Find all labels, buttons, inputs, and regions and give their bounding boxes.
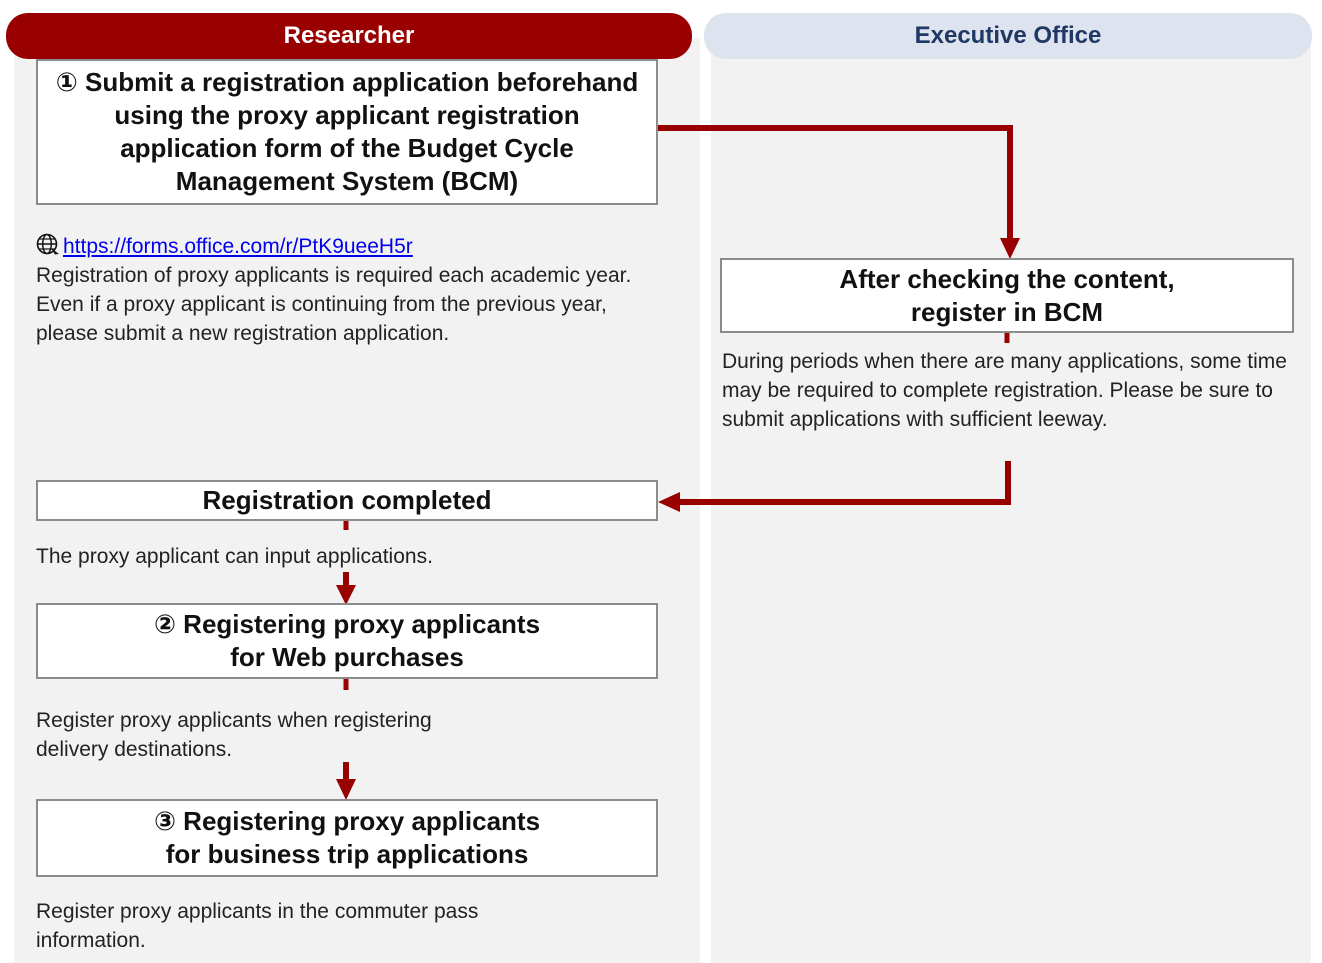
step3-note: Register proxy applicants in the commute…: [36, 900, 479, 952]
step1-text: ① Submit a registration application befo…: [55, 67, 639, 196]
step1-link-row: https://forms.office.com/r/PtK9ueeH5r: [36, 232, 656, 265]
step2-note: Register proxy applicants when registeri…: [36, 709, 432, 761]
step3-text: ③ Registering proxy applicants for busin…: [153, 806, 541, 869]
completed-note: The proxy applicant can input applicatio…: [36, 545, 433, 568]
exec-register-text: After checking the content, register in …: [839, 263, 1175, 327]
researcher-lane-header: Researcher: [6, 13, 692, 59]
step1-note: Registration of proxy applicants is requ…: [36, 264, 632, 345]
step2-box: ② Registering proxy applicants for Web p…: [36, 603, 658, 679]
globe-icon: [36, 233, 60, 265]
completed-box: Registration completed: [36, 480, 658, 521]
executive-lane: [711, 38, 1311, 963]
exec-note: During periods when there are many appli…: [722, 350, 1287, 431]
step2-text: ② Registering proxy applicants for Web p…: [153, 609, 541, 672]
bcm-form-link[interactable]: https://forms.office.com/r/PtK9ueeH5r: [63, 235, 413, 258]
step1-box: ① Submit a registration application befo…: [36, 59, 658, 205]
completed-text: Registration completed: [202, 485, 492, 515]
exec-register-box: After checking the content, register in …: [720, 258, 1294, 333]
step3-box: ③ Registering proxy applicants for busin…: [36, 799, 658, 877]
executive-lane-header: Executive Office: [704, 13, 1312, 59]
